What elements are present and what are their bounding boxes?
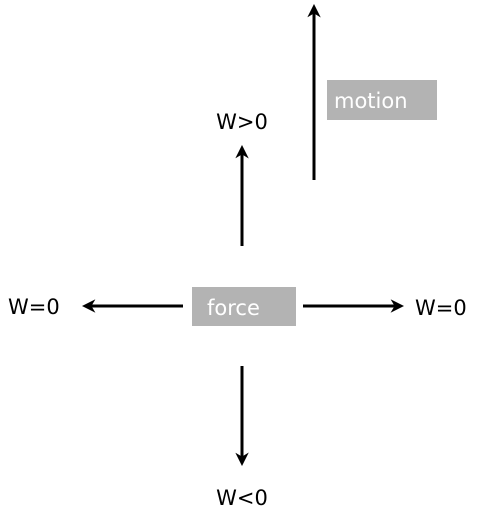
force-label-box: force xyxy=(192,287,296,326)
work-positive-label: W>0 xyxy=(216,110,268,134)
motion-label-box: motion xyxy=(327,80,437,120)
work-zero-right-label: W=0 xyxy=(415,296,467,320)
force-label: force xyxy=(207,296,260,320)
motion-label-background xyxy=(327,80,437,120)
work-zero-left-label: W=0 xyxy=(8,295,60,319)
motion-label: motion xyxy=(334,89,408,113)
work-negative-label: W<0 xyxy=(216,486,268,507)
force-label-background xyxy=(192,287,296,326)
